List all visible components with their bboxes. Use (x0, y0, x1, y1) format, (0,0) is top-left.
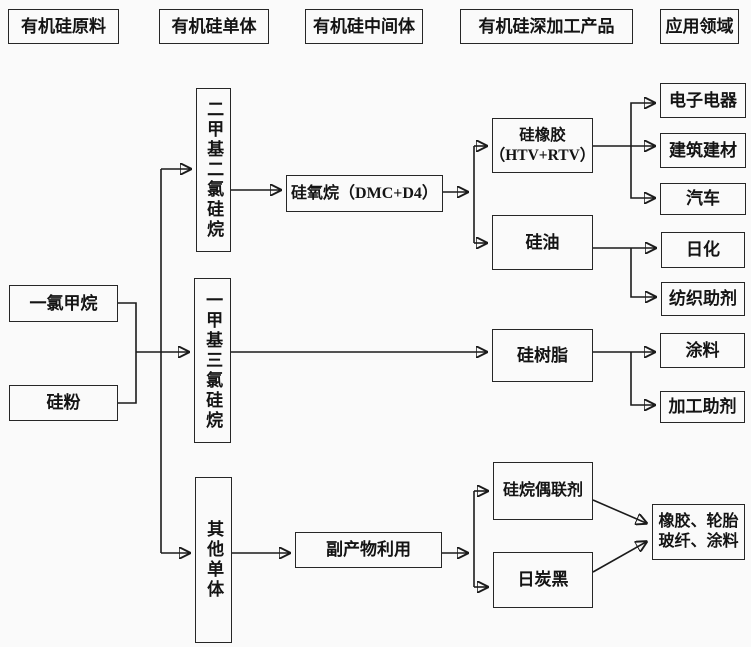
node-other-monomers: 其他单体 (195, 477, 232, 643)
node-construction-materials: 建筑建材 (660, 133, 746, 168)
node-byproduct-utilization: 副产物利用 (295, 532, 442, 568)
header-raw-materials: 有机硅原料 (8, 9, 119, 44)
product-to-application-lines (592, 103, 655, 573)
node-electronics-appliances: 电子电器 (660, 83, 746, 118)
header-deep-processed-products: 有机硅深加工产品 (460, 9, 633, 44)
node-silicone-oil: 硅油 (492, 215, 593, 270)
node-dimethyldichlorosilane: 二甲基二氯硅烷 (196, 88, 231, 252)
node-rubber-tire-glassfiber-coatings: 橡胶、轮胎 玻纤、涂料 (652, 504, 745, 560)
node-silicone-rubber-htv-rtv: 硅橡胶 （HTV+RTV） (490, 118, 595, 173)
header-intermediates: 有机硅中间体 (305, 9, 423, 44)
monomer-to-intermediate-lines (231, 190, 486, 553)
header-monomers: 有机硅单体 (159, 9, 269, 44)
raw-merge-lines (118, 169, 190, 553)
node-daily-chemicals: 日化 (661, 232, 745, 268)
node-methyl-chloride: 一氯甲烷 (9, 285, 118, 322)
node-automobile: 汽车 (660, 183, 746, 215)
node-coatings: 涂料 (660, 333, 745, 368)
header-application-fields: 应用领域 (660, 9, 739, 44)
node-processing-aids: 加工助剂 (660, 391, 745, 423)
node-carbon-black: 日炭黑 (493, 552, 593, 608)
intermediate-to-product-lines (442, 146, 487, 587)
node-silicone-resin: 硅树脂 (492, 329, 593, 382)
node-textile-auxiliaries: 纺织助剂 (661, 282, 745, 316)
node-silicon-powder: 硅粉 (9, 385, 118, 421)
node-silane-coupling-agent: 硅烷偶联剂 (493, 462, 593, 520)
node-methyltrichlorosilane: 一甲基三氯硅烷 (194, 278, 231, 443)
node-siloxane-dmc-d4: 硅氧烷（DMC+D4） (286, 175, 443, 212)
